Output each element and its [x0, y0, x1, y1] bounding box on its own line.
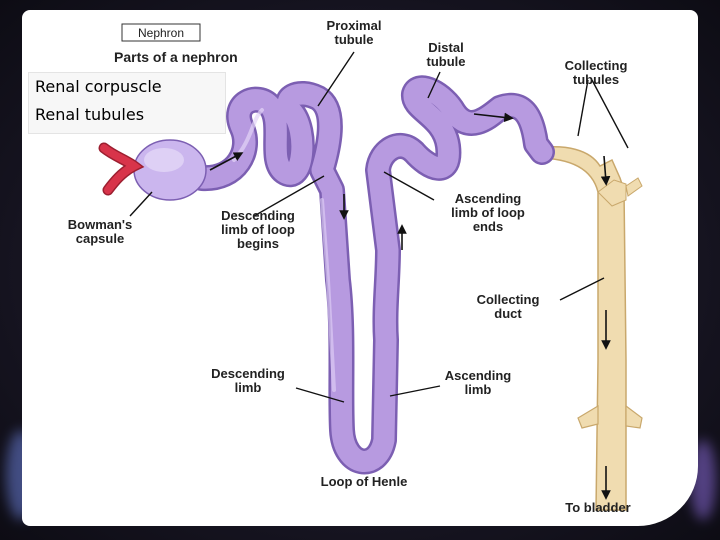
overlay-line-renal-tubules: Renal tubules — [35, 105, 145, 124]
label-descending-limb: Descending — [211, 366, 285, 381]
label-proximal-tubule: tubule — [335, 32, 374, 47]
label-distal-tubule: Distal — [428, 40, 463, 55]
label-ascending-loop-ends: ends — [473, 219, 503, 234]
label-ascending-limb: limb — [465, 382, 492, 397]
nephron-title-box — [121, 23, 201, 42]
capsule-highlight — [144, 148, 184, 172]
diagram-card: Nephron Parts of a nephron — [22, 10, 698, 526]
label-ascending-loop-ends: Ascending — [455, 191, 522, 206]
label-loop-of-henle: Loop of Henle — [321, 474, 408, 489]
label-ascending-loop-ends: limb of loop — [451, 205, 525, 220]
label-collecting-duct: duct — [494, 306, 522, 321]
label-collecting-tubules: Collecting — [565, 58, 628, 73]
label-ascending-limb: Ascending — [445, 368, 512, 383]
nephron-diagram: Nephron Parts of a nephron — [68, 18, 643, 515]
overlay-line-renal-corpuscle: Renal corpuscle — [35, 77, 162, 96]
leader-lines — [129, 51, 629, 403]
nephron-title: Nephron — [138, 26, 184, 40]
diagram-subtitle: Parts of a nephron — [114, 49, 238, 65]
label-bowmans-capsule: capsule — [76, 231, 124, 246]
label-collecting-tubules: tubules — [573, 72, 619, 87]
label-descending-loop-begins: limb of loop — [221, 222, 295, 237]
afferent-vessel-shape — [98, 142, 145, 196]
label-descending-loop-begins: begins — [237, 236, 279, 251]
overlay-text-box: Renal corpuscle Renal tubules — [28, 72, 226, 134]
label-descending-limb: limb — [235, 380, 262, 395]
label-proximal-tubule: Proximal — [327, 18, 382, 33]
label-collecting-duct: Collecting — [477, 292, 540, 307]
nephron-tubule-shape — [189, 75, 555, 475]
collecting-duct-shape — [535, 146, 643, 511]
label-distal-tubule: tubule — [427, 54, 466, 69]
label-descending-loop-begins: Descending — [221, 208, 295, 223]
label-to-bladder: To bladder — [565, 500, 630, 515]
label-bowmans-capsule: Bowman's — [68, 217, 133, 232]
flow-arrows — [209, 112, 611, 500]
